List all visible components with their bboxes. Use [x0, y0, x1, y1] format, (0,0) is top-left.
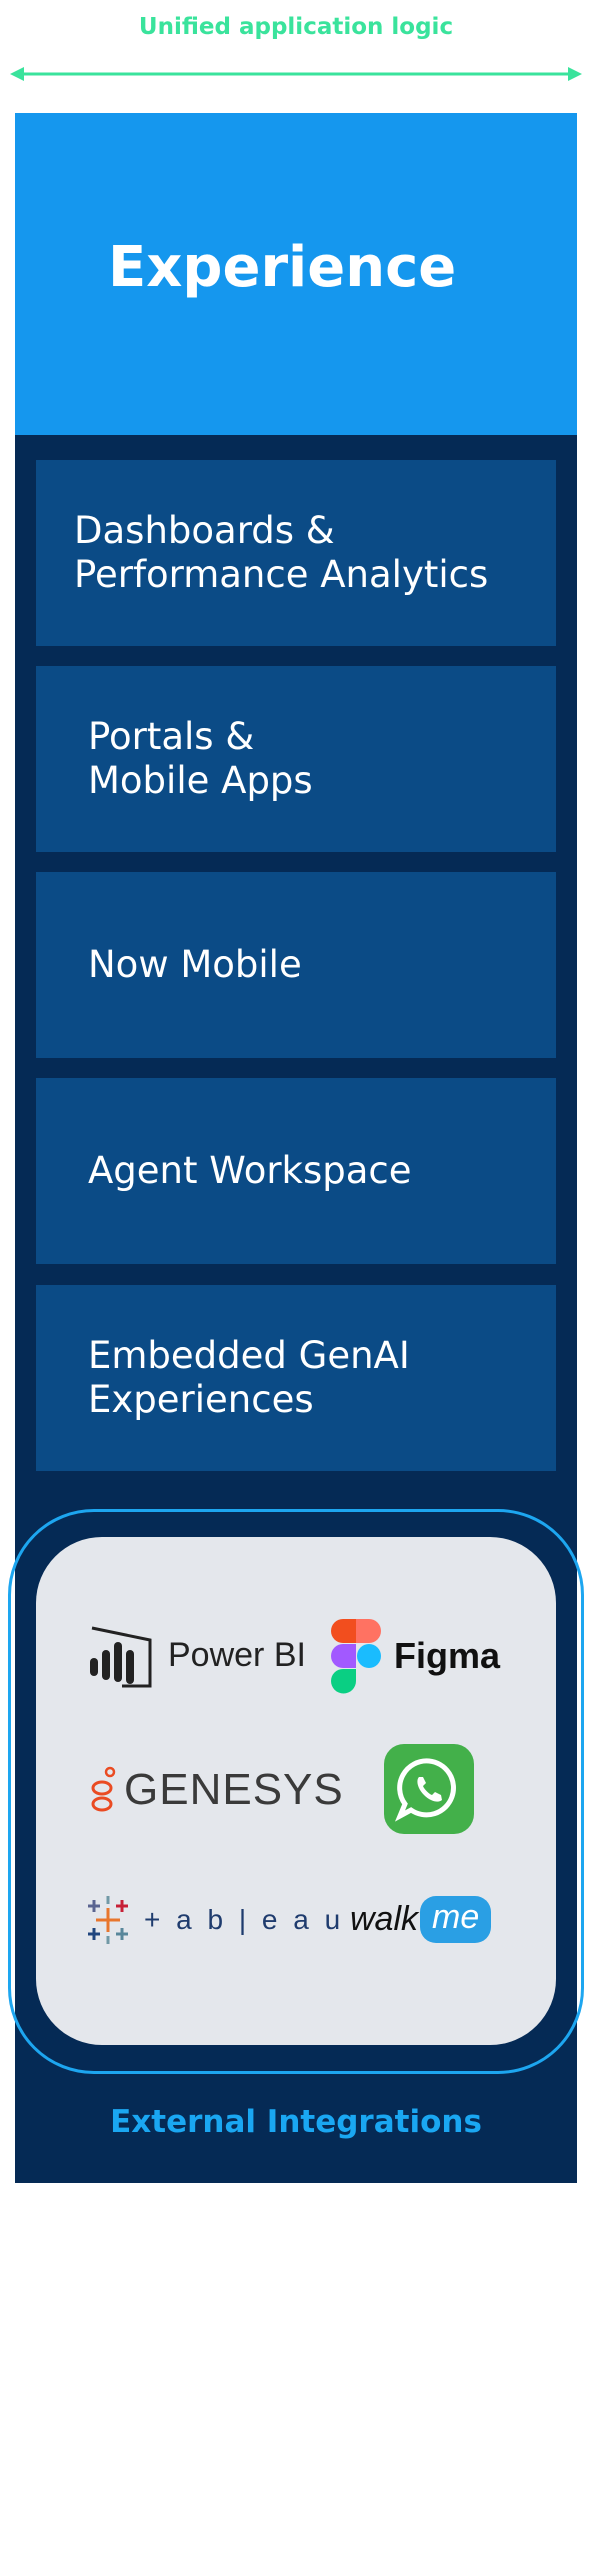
card-label: Embedded GenAI Experiences: [88, 1334, 410, 1421]
figma-logo: Figma: [330, 1618, 500, 1694]
card-portals: Portals & Mobile Apps: [36, 666, 556, 852]
walkme-icon: me: [420, 1896, 492, 1943]
external-integrations-label: External Integrations: [110, 2104, 482, 2140]
card-label: Agent Workspace: [88, 1149, 412, 1192]
card-genai: Embedded GenAI Experiences: [36, 1285, 556, 1471]
experience-header: [15, 113, 577, 435]
unified-logic-label: Unified application logic: [138, 14, 454, 40]
power-bi-logo: Power BI: [88, 1620, 306, 1690]
genesys-logo: GENESYS: [90, 1765, 344, 1815]
figma-icon: [331, 1619, 381, 1694]
genesys-name: GENESYS: [124, 1765, 344, 1814]
figma-name: Figma: [394, 1635, 501, 1676]
double-arrow-icon: [10, 67, 582, 81]
card-label: Now Mobile: [88, 943, 302, 986]
experience-title: Experience: [108, 235, 457, 300]
card-label: Dashboards & Performance Analytics: [74, 509, 489, 596]
walkme-name: walk: [350, 1900, 419, 1938]
whatsapp-icon: [384, 1744, 474, 1834]
card-agent-workspace: Agent Workspace: [36, 1078, 556, 1264]
card-dashboards: Dashboards & Performance Analytics: [36, 460, 556, 646]
walkme-logo: walk me: [350, 1896, 492, 1943]
card-now-mobile: Now Mobile: [36, 872, 556, 1058]
integrations-ring: [8, 1509, 584, 2074]
walkme-badge: me: [432, 1898, 480, 1936]
tableau-name: + a b | e a u: [144, 1904, 345, 1935]
power-bi-icon: [90, 1626, 152, 1688]
tableau-logo: + a b | e a u: [84, 1896, 344, 1944]
card-label: Portals & Mobile Apps: [88, 715, 313, 802]
genesys-icon: [91, 1766, 116, 1812]
whatsapp-logo: [384, 1744, 474, 1834]
power-bi-name: Power BI: [168, 1635, 306, 1674]
tableau-icon: [88, 1896, 128, 1944]
